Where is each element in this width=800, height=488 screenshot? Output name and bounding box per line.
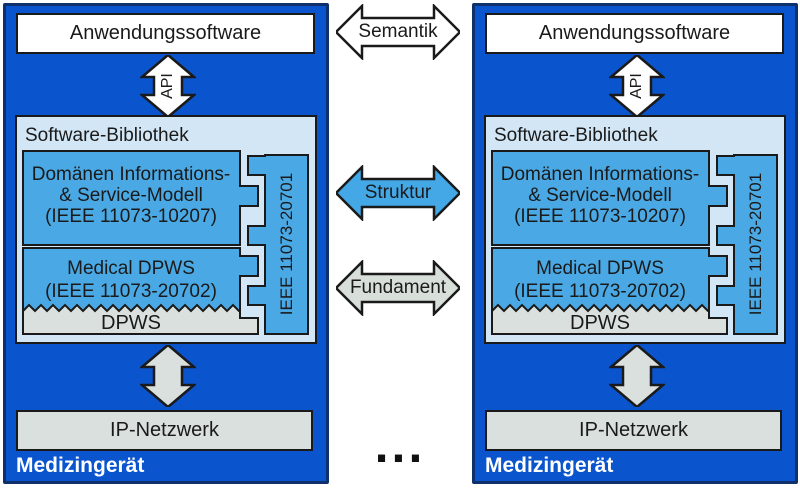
domain-model-label-line2: & Service-Modell <box>528 185 672 206</box>
api-arrow-icon <box>609 55 665 117</box>
api-double-arrow: API <box>140 55 196 117</box>
medical-dpws-label-line1: Medical DPWS <box>67 258 195 279</box>
library-diagram: Software-Bibliothek Domänen Informations… <box>491 125 778 335</box>
semantik-label: Semantik <box>358 21 438 42</box>
domain-model-label-line1: Domänen Informations- <box>32 164 231 185</box>
medical-dpws-label-line2: (IEEE 11073-20702) <box>45 281 217 302</box>
domain-model-label-line3: (IEEE 11073-10207) <box>45 206 217 227</box>
domain-model-box <box>491 150 728 246</box>
medical-dpws-label-line1: Medical DPWS <box>536 258 664 279</box>
library-title: Software-Bibliothek <box>25 125 189 146</box>
ieee-20701-connector-bar <box>247 154 309 335</box>
relation-arrow-struktur: Struktur <box>336 165 460 221</box>
device-panel-right: Anwendungssoftware API Software-Biblioth… <box>472 3 798 484</box>
struktur-arrow-shape <box>336 165 460 221</box>
api-double-arrow: API <box>609 55 665 117</box>
ip-network-box: IP-Netzwerk <box>485 410 782 451</box>
dpws-base-region <box>22 303 259 335</box>
domain-model-label-line3: (IEEE 11073-10207) <box>514 206 686 227</box>
network-arrow-shape <box>140 345 196 407</box>
fundament-arrow-shape <box>336 260 460 316</box>
semantik-arrow-icon <box>336 4 460 60</box>
ieee-20701-connector-bar <box>716 154 778 335</box>
api-arrow-shape <box>609 55 665 117</box>
network-arrow-icon <box>609 345 665 407</box>
library-diagram: Software-Bibliothek Domänen Informations… <box>22 125 309 335</box>
application-software-box: Anwendungssoftware <box>485 13 784 54</box>
ieee-20701-label: IEEE 11073-20701 <box>277 173 296 315</box>
api-arrow-shape <box>140 55 196 117</box>
dpws-label: DPWS <box>570 312 630 334</box>
ieee-20701-label: IEEE 11073-20701 <box>746 173 765 315</box>
network-double-arrow <box>609 345 665 407</box>
network-arrow-icon <box>140 345 196 407</box>
relation-arrow-semantik: Semantik <box>336 4 460 60</box>
api-arrow-icon <box>140 55 196 117</box>
application-software-label: Anwendungssoftware <box>69 22 262 44</box>
ip-network-box: IP-Netzwerk <box>16 410 313 451</box>
device-panel-left: Anwendungssoftware API Software-Biblioth… <box>3 3 329 484</box>
ip-network-label: IP-Netzwerk <box>110 419 219 441</box>
domain-model-label-line2: & Service-Modell <box>59 185 203 206</box>
fundament-arrow-icon <box>336 260 460 316</box>
relation-arrow-fundament: Fundament <box>336 260 460 316</box>
network-double-arrow <box>140 345 196 407</box>
software-library-panel: Software-Bibliothek Domänen Informations… <box>15 115 317 344</box>
medical-dpws-label-line2: (IEEE 11073-20702) <box>514 281 686 302</box>
dpws-label: DPWS <box>101 312 161 334</box>
ip-network-label: IP-Netzwerk <box>579 419 688 441</box>
api-label: API <box>159 73 176 99</box>
application-software-label: Anwendungssoftware <box>538 22 731 44</box>
fundament-label: Fundament <box>349 277 447 298</box>
domain-model-label-line1: Domänen Informations- <box>501 164 700 185</box>
semantik-arrow-shape <box>336 4 460 60</box>
api-label: API <box>628 73 645 99</box>
software-library-panel: Software-Bibliothek Domänen Informations… <box>484 115 786 344</box>
device-label: Medizingerät <box>16 454 145 477</box>
ellipsis-indicator: ... <box>374 417 426 473</box>
dpws-base-region <box>491 303 728 335</box>
domain-model-box <box>22 150 259 246</box>
struktur-arrow-icon <box>336 165 460 221</box>
library-title: Software-Bibliothek <box>494 125 658 146</box>
application-software-box: Anwendungssoftware <box>16 13 315 54</box>
network-arrow-shape <box>609 345 665 407</box>
struktur-label: Struktur <box>364 182 432 203</box>
device-label: Medizingerät <box>485 454 614 477</box>
